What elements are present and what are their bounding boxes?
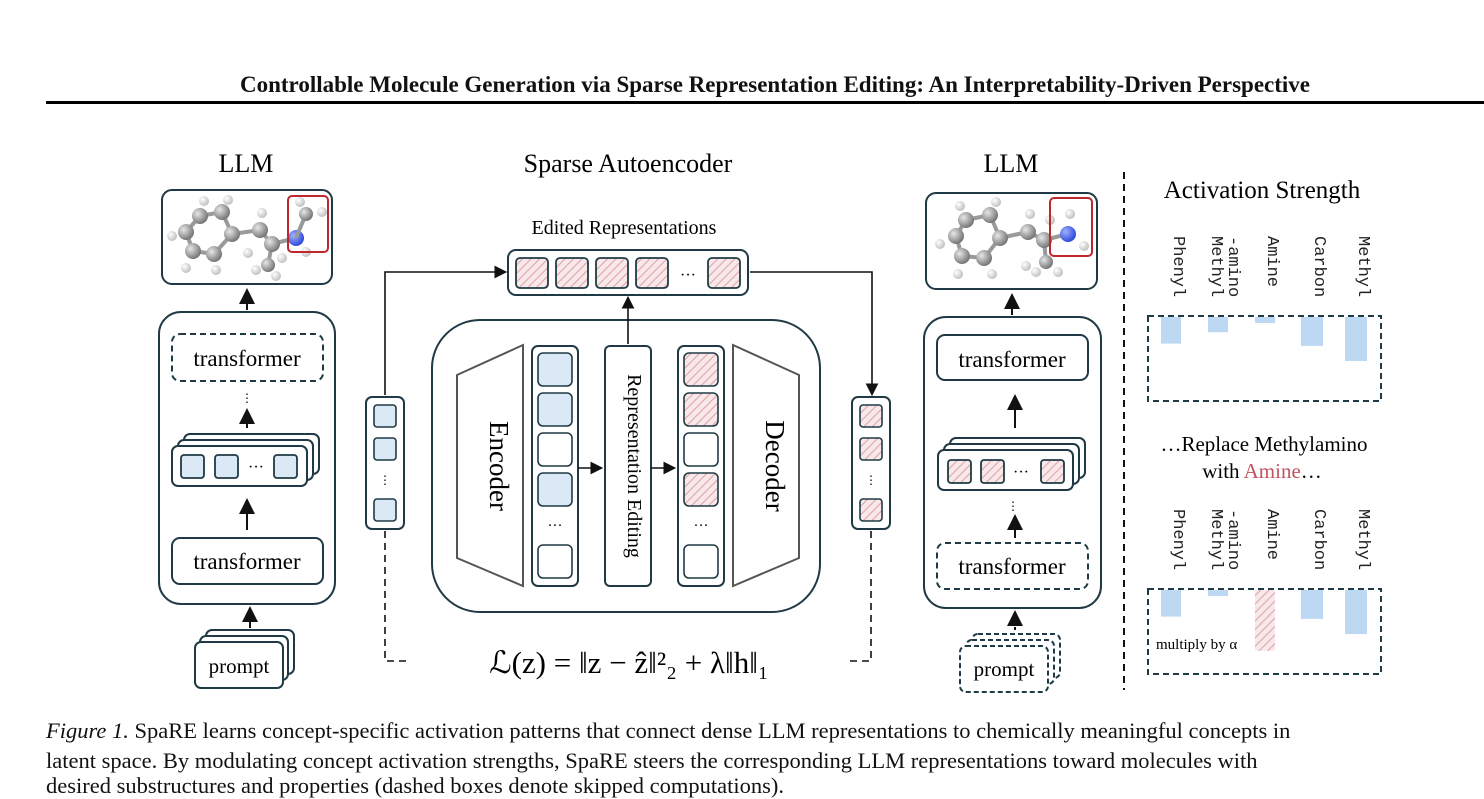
concept-label-top-3: Carbon bbox=[1309, 236, 1328, 297]
left-llm-title: LLM bbox=[219, 149, 274, 178]
left-bottom-transformer-label: transformer bbox=[193, 549, 301, 574]
concept-label-bottom-1: Methyl-amino bbox=[1206, 509, 1242, 570]
replace-text-line1: …Replace Methylamino bbox=[1160, 432, 1367, 456]
decoder-shape bbox=[732, 343, 800, 588]
right-bottom-transformer-label: transformer bbox=[958, 554, 1066, 579]
left-hidden-vector bbox=[365, 396, 405, 530]
svg-text:···: ··· bbox=[548, 518, 563, 534]
left-highlight-box bbox=[287, 195, 329, 253]
svg-text:⋮: ⋮ bbox=[379, 473, 391, 487]
activation-bar-before-4 bbox=[1345, 317, 1367, 362]
sae-title: Sparse Autoencoder bbox=[524, 149, 733, 178]
svg-text:⋮: ⋮ bbox=[865, 473, 877, 487]
left-bottom-transformer bbox=[171, 537, 324, 585]
concept-label-top-4: Methyl bbox=[1353, 236, 1372, 297]
right-top-transformer-label: transformer bbox=[958, 347, 1066, 372]
right-highlight-box bbox=[1049, 197, 1093, 257]
decoder-label: Decoder bbox=[760, 420, 790, 511]
left-prompt-label: prompt bbox=[209, 654, 270, 678]
svg-text:···: ··· bbox=[1013, 464, 1029, 481]
right-llm-title: LLM bbox=[984, 149, 1039, 178]
figure-caption: Figure 1. SpaRE learns concept-specific … bbox=[46, 716, 1484, 776]
activation-bar-before-1 bbox=[1208, 317, 1228, 333]
caption-fig-label: Figure 1. bbox=[46, 718, 129, 743]
concept-label-bottom-3: Carbon bbox=[1309, 509, 1328, 570]
caption-line2: latent space. By modulating concept acti… bbox=[46, 748, 1258, 773]
left-top-transformer-label: transformer bbox=[193, 346, 301, 371]
concept-label-top-1: Methyl-amino bbox=[1206, 236, 1242, 297]
header-rule bbox=[46, 101, 1484, 104]
activation-bar-after-0 bbox=[1161, 590, 1181, 617]
activation-bars-after bbox=[1161, 590, 1367, 651]
concept-label-bottom-2: Amine bbox=[1262, 509, 1281, 560]
activation-bars-before bbox=[1161, 317, 1367, 362]
activation-bar-after-3 bbox=[1301, 590, 1323, 619]
caption-line3: desired substructures and properties (da… bbox=[46, 773, 784, 798]
concept-labels-top: Phenyl Methyl-amino Amine Carbon Methyl bbox=[1168, 236, 1372, 297]
left-prompt-box bbox=[194, 641, 284, 689]
left-llm-panel: LLM bbox=[158, 149, 336, 689]
right-molecule-image bbox=[935, 197, 1093, 279]
svg-text:···: ··· bbox=[694, 518, 709, 534]
activation-bar-before-3 bbox=[1301, 317, 1323, 346]
encoder-label: Encoder bbox=[484, 421, 514, 511]
loss-formula: ℒ(z) = ‖z − ẑ‖²₂ + λ‖h‖₁ bbox=[489, 645, 768, 680]
activation-before-box bbox=[1147, 315, 1382, 402]
right-top-transformer bbox=[936, 334, 1089, 381]
concept-label-bottom-0: Phenyl bbox=[1168, 509, 1187, 570]
concept-label-top-2: Amine bbox=[1262, 236, 1281, 287]
concept-label-top-0: Phenyl bbox=[1168, 236, 1187, 297]
activation-bar-after-4 bbox=[1345, 590, 1367, 635]
activation-bar-after-2 bbox=[1255, 590, 1275, 651]
activation-bar-before-2 bbox=[1255, 317, 1275, 324]
activation-title: Activation Strength bbox=[1164, 177, 1361, 204]
edited-representations-label: Edited Representations bbox=[532, 217, 717, 239]
right-hidden-vector bbox=[851, 396, 891, 530]
right-bottom-transformer-skipped bbox=[936, 542, 1089, 590]
sae-panel: Sparse Autoencoder Edited Representation… bbox=[365, 149, 891, 680]
concept-labels-bottom: Phenyl Methyl-amino Amine Carbon Methyl bbox=[1168, 509, 1372, 570]
page-header-title: Controllable Molecule Generation via Spa… bbox=[239, 72, 1311, 97]
left-vdots: ⋮ bbox=[241, 391, 253, 405]
left-top-transformer-skipped bbox=[171, 333, 324, 382]
caption-line1: SpaRE learns concept-specific activation… bbox=[128, 718, 1291, 743]
replace-text-line2: with Amine… bbox=[1202, 459, 1322, 483]
multiply-text: multiply by α bbox=[1156, 637, 1237, 653]
left-molecule-image bbox=[167, 195, 329, 281]
concept-label-bottom-4: Methyl bbox=[1353, 509, 1372, 570]
activation-bar-after-1 bbox=[1208, 590, 1228, 597]
representation-editing-block bbox=[604, 345, 652, 587]
right-prompt-label: prompt bbox=[974, 657, 1035, 681]
encoder-shape bbox=[456, 343, 524, 588]
svg-text:···: ··· bbox=[680, 267, 696, 284]
activation-bar-before-0 bbox=[1161, 317, 1181, 344]
svg-text:···: ··· bbox=[248, 459, 264, 476]
right-llm-panel: LLM bbox=[923, 149, 1102, 693]
representation-editing-label: Representation Editing bbox=[623, 374, 645, 558]
right-vdots: ⋮ bbox=[1007, 499, 1019, 513]
right-prompt-box bbox=[959, 645, 1049, 693]
